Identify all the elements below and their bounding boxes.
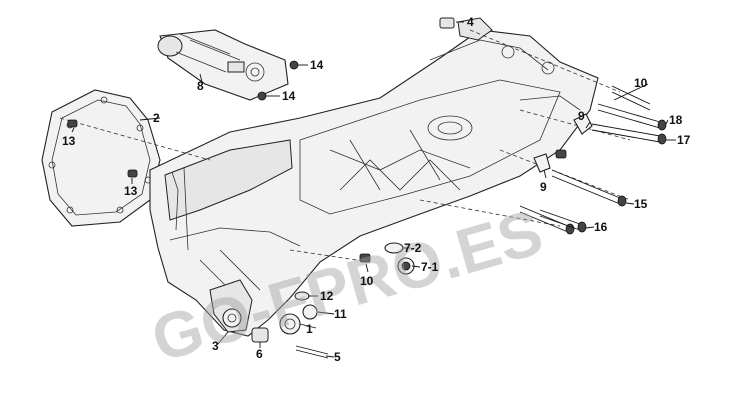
callout-7-1: 7-1	[421, 260, 439, 274]
callout-1: 1	[306, 322, 313, 336]
callout-7-2: 7-2	[404, 241, 422, 255]
callout-4: 4	[467, 15, 474, 29]
callout-17: 17	[677, 133, 691, 147]
stud-bolt	[295, 345, 329, 359]
callout-18: 18	[669, 113, 683, 127]
callout-10-upper: 10	[634, 76, 648, 90]
callout-13-left: 13	[62, 134, 76, 148]
callout-16: 16	[594, 220, 608, 234]
callout-6: 6	[256, 347, 263, 361]
callout-8: 8	[197, 79, 204, 93]
callout-9-lower: 9	[540, 180, 547, 194]
dowel-pin-10	[359, 149, 567, 263]
plug-bolt	[294, 291, 318, 320]
callout-14-lower: 14	[282, 89, 296, 103]
cover-gasket	[41, 89, 161, 227]
hose-fitting	[533, 113, 593, 173]
callout-10-lower: 10	[360, 274, 374, 288]
crankcase	[149, 17, 599, 337]
callout-11: 11	[334, 307, 347, 321]
callout-12: 12	[320, 289, 334, 303]
callout-15: 15	[634, 197, 648, 211]
alignment-lines	[59, 29, 631, 263]
callout-14-upper: 14	[310, 58, 324, 72]
starter-motor	[157, 29, 289, 101]
top-bracket	[439, 17, 455, 29]
callout-13-right: 13	[124, 184, 138, 198]
callout-3: 3	[212, 339, 219, 353]
callout-leaders	[71, 21, 676, 358]
callout-9-upper: 9	[578, 109, 585, 123]
callout-5: 5	[334, 350, 341, 364]
callout-2: 2	[153, 111, 160, 125]
long-bolt	[519, 85, 667, 235]
drain-bolt	[397, 257, 415, 275]
